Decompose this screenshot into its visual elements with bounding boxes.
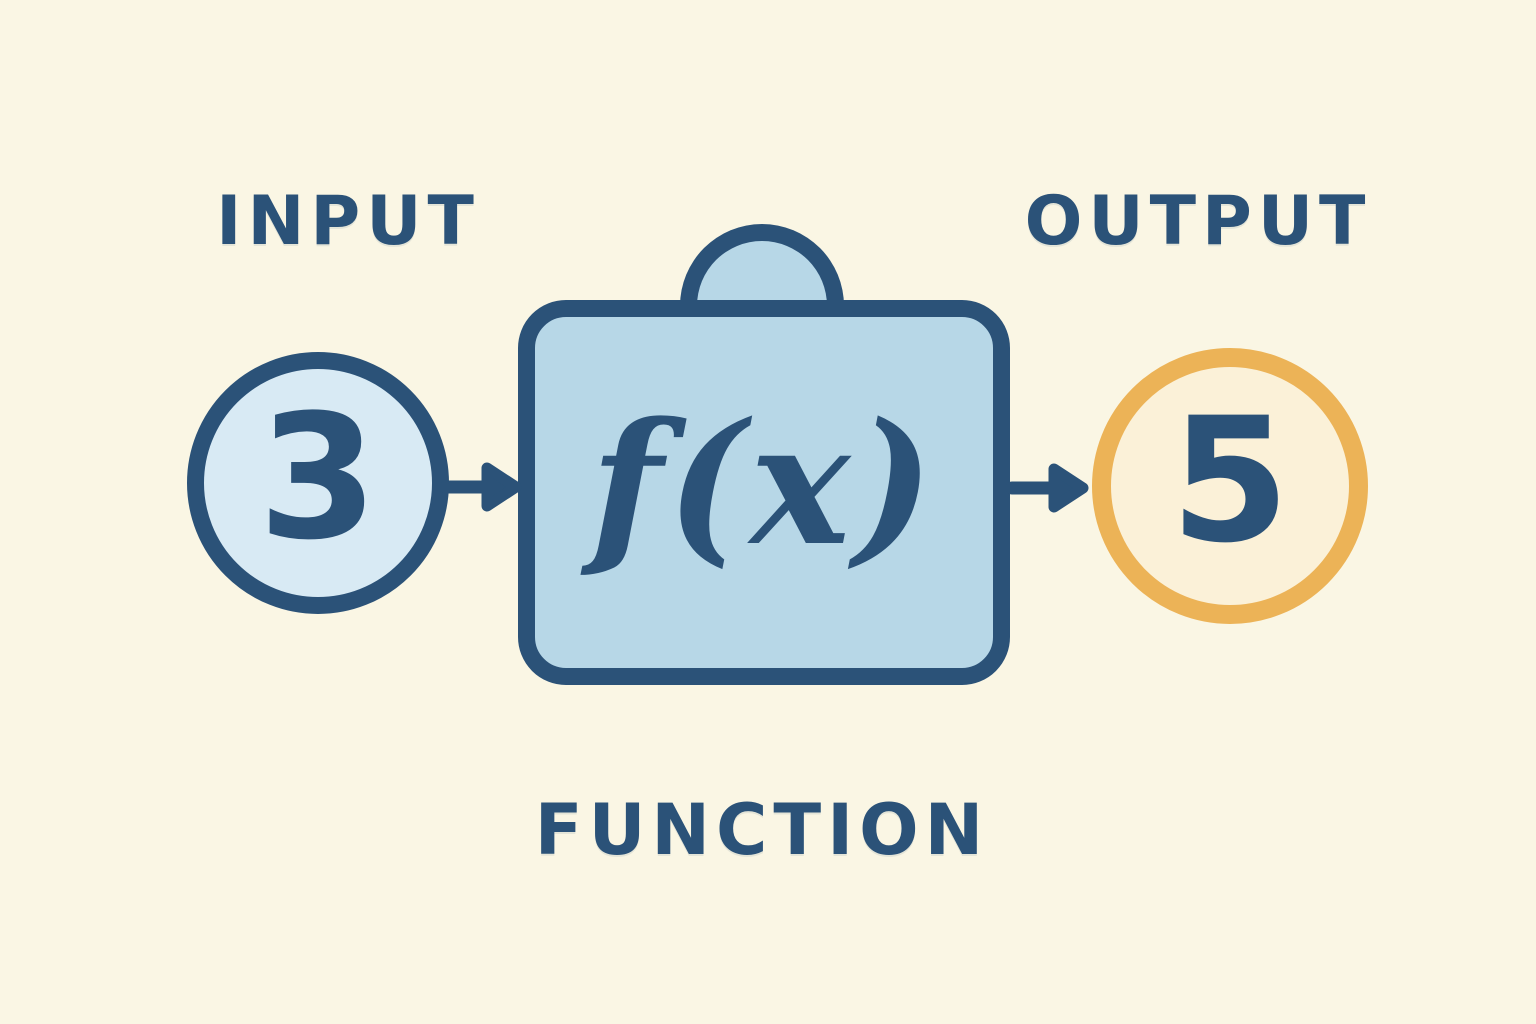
input-circle: 3 [187, 352, 449, 614]
output-label: OUTPUT [1024, 182, 1372, 261]
arrow-right-icon [441, 462, 522, 512]
output-circle: 5 [1092, 348, 1368, 624]
arrow-right-icon [1006, 463, 1089, 513]
input-value: 3 [258, 377, 378, 578]
function-expression: f(x) [590, 384, 938, 583]
function-box: f(x) [518, 300, 1010, 685]
function-label: FUNCTION [534, 789, 990, 871]
output-value: 5 [1170, 380, 1290, 581]
input-label: INPUT [216, 182, 480, 261]
